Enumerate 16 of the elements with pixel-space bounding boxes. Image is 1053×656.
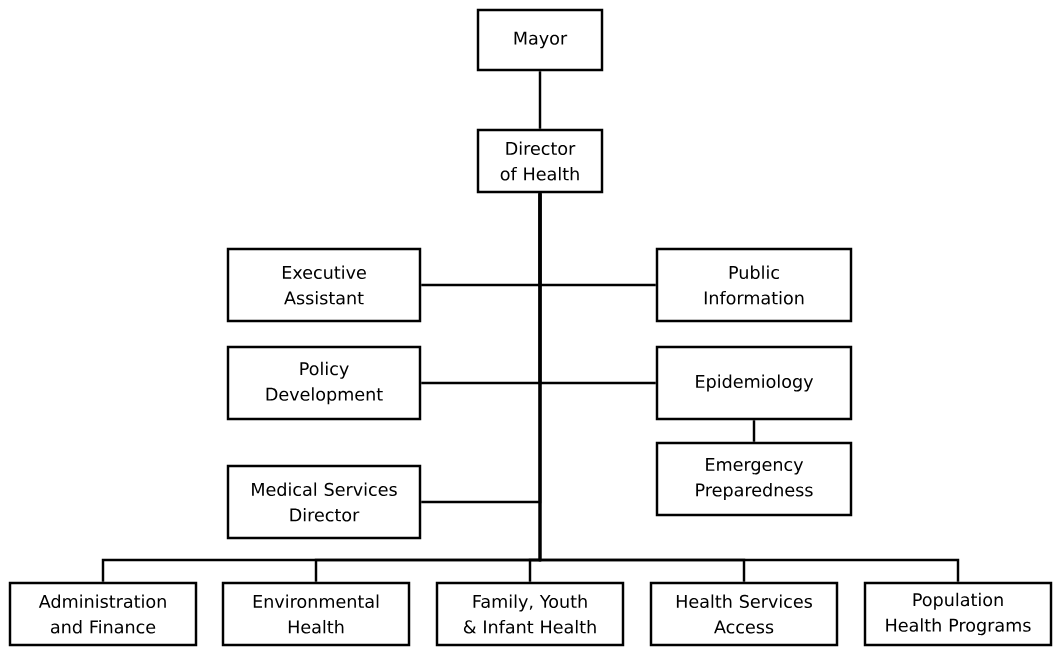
org-box: Environmental Health xyxy=(221,581,411,647)
org-box: Director of Health xyxy=(476,128,604,194)
org-box: Mayor xyxy=(476,8,604,72)
org-box: Administration and Finance xyxy=(8,581,198,647)
org-box: Medical Services Director xyxy=(226,464,422,540)
org-box: Executive Assistant xyxy=(226,247,422,323)
org-box: Emergency Preparedness xyxy=(655,441,853,517)
org-box: Health Services Access xyxy=(649,581,839,647)
connector-line xyxy=(752,420,756,442)
org-box: Public Information xyxy=(655,247,853,323)
connector-line xyxy=(538,193,960,582)
org-box: Epidemiology xyxy=(655,345,853,421)
connector-line xyxy=(538,71,542,129)
org-box: Policy Development xyxy=(226,345,422,421)
org-box: Population Health Programs xyxy=(863,581,1053,647)
org-box: Family, Youth & Infant Health xyxy=(435,581,625,647)
